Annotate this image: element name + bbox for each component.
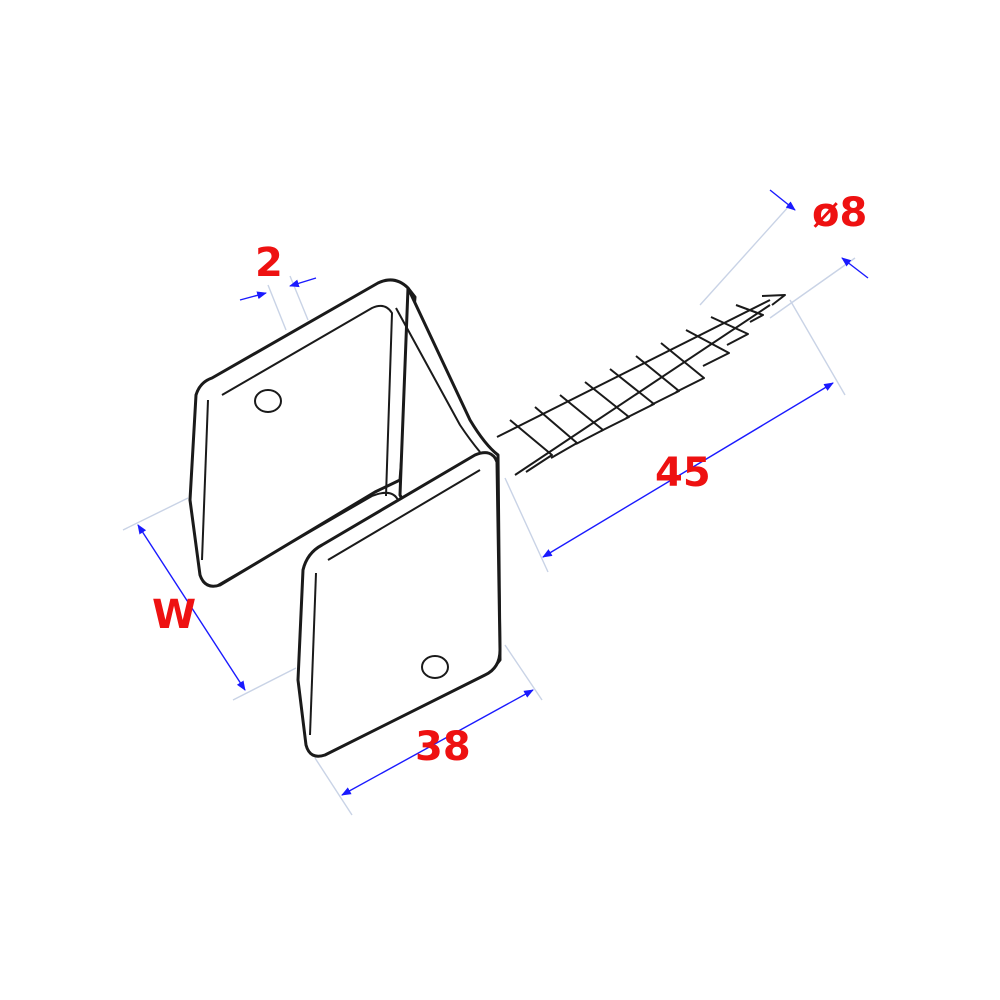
width-label: W bbox=[152, 592, 196, 638]
depth-label: 38 bbox=[415, 724, 471, 770]
u-bracket bbox=[188, 278, 502, 758]
dimension-screw-length: 45 bbox=[504, 299, 846, 573]
diameter-label: ø8 bbox=[812, 190, 867, 236]
mounting-hole-front bbox=[421, 655, 449, 679]
dimension-width: W bbox=[122, 497, 297, 701]
dimension-depth: 38 bbox=[314, 644, 543, 816]
dimension-thickness: 2 bbox=[239, 240, 317, 331]
mounting-hole-back bbox=[254, 389, 282, 413]
screw-length-label: 45 bbox=[655, 450, 711, 496]
thickness-label: 2 bbox=[255, 240, 283, 286]
dimension-diameter: ø8 bbox=[699, 189, 869, 319]
